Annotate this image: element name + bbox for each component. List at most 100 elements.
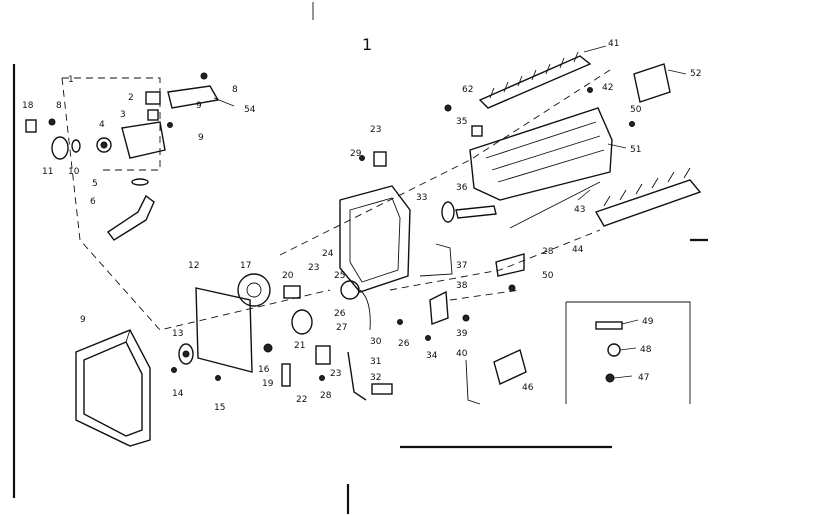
callout-51: 51 bbox=[630, 145, 641, 155]
part-3-block bbox=[147, 109, 159, 121]
part-50b-screw bbox=[629, 121, 635, 127]
part-8-valve-box bbox=[75, 329, 151, 447]
part-49-tube-fitting bbox=[595, 321, 623, 330]
part-38-bracket bbox=[429, 290, 449, 325]
callout-3: 3 bbox=[120, 110, 126, 120]
part-4-gear-hub bbox=[100, 141, 108, 149]
part-11-knob bbox=[51, 136, 69, 160]
fittings-inset bbox=[565, 301, 691, 404]
callout-23b: 23 bbox=[308, 263, 319, 273]
callout-9a: 9 bbox=[196, 101, 202, 111]
part-23a-block bbox=[373, 151, 387, 167]
callout-4: 4 bbox=[99, 120, 105, 130]
part-20-switch bbox=[283, 285, 301, 299]
callout-37: 37 bbox=[456, 261, 467, 271]
callout-27: 27 bbox=[336, 323, 347, 333]
part-33-housing bbox=[339, 185, 411, 293]
callout-21: 21 bbox=[294, 341, 305, 351]
leader-51 bbox=[607, 143, 627, 149]
part-32-connector bbox=[371, 383, 393, 395]
callout-24: 24 bbox=[322, 249, 334, 259]
callout-39: 39 bbox=[456, 329, 468, 339]
part-26b-screw bbox=[319, 375, 325, 381]
callout-48: 48 bbox=[640, 345, 652, 355]
callout-16: 16 bbox=[258, 365, 270, 375]
part-5-washer bbox=[131, 178, 149, 186]
part-mounting-bracket bbox=[121, 121, 166, 159]
part-37-wire bbox=[419, 243, 453, 277]
callout-14: 14 bbox=[172, 389, 184, 399]
leader-47 bbox=[613, 375, 633, 379]
frame-marks: 1 bbox=[12, 2, 708, 514]
callout-54: 54 bbox=[244, 105, 256, 115]
callout-43: 43 bbox=[574, 205, 585, 215]
part-51-ice-mold bbox=[469, 107, 613, 201]
mounting-plate-assembly bbox=[171, 273, 331, 387]
callout-44: 44 bbox=[572, 245, 584, 255]
callout-11: 11 bbox=[42, 167, 53, 177]
callout-23a: 23 bbox=[370, 125, 381, 135]
callout-26a: 26 bbox=[334, 309, 346, 319]
part-43-heater bbox=[509, 181, 601, 229]
callout-22: 22 bbox=[296, 395, 307, 405]
mid-assembly-path bbox=[389, 229, 601, 291]
callout-8c: 9 bbox=[80, 315, 86, 325]
part-29-screw bbox=[359, 155, 365, 161]
part-10-washer bbox=[71, 139, 81, 153]
part-8b-screw bbox=[200, 72, 208, 80]
callout-17: 17 bbox=[240, 261, 251, 271]
valve-box-edge bbox=[125, 329, 131, 343]
part-34-screw bbox=[425, 335, 431, 341]
part-21-cam bbox=[291, 309, 313, 335]
callout-leaders bbox=[213, 45, 687, 379]
part-8-screw bbox=[48, 118, 56, 126]
callout-38: 38 bbox=[456, 281, 468, 291]
control-housing-assembly bbox=[339, 151, 527, 405]
callout-36: 36 bbox=[456, 183, 468, 193]
callout-5: 5 bbox=[92, 179, 98, 189]
callout-62: 62 bbox=[462, 85, 473, 95]
callout-8: 8 bbox=[56, 101, 62, 111]
leader-52 bbox=[667, 69, 687, 75]
part-13-gear-hub bbox=[182, 350, 190, 358]
callout-1: 1 bbox=[68, 75, 74, 85]
part-15-screw bbox=[215, 375, 221, 381]
callout-41: 41 bbox=[608, 39, 619, 49]
part-26a-screw bbox=[397, 319, 403, 325]
leader-49 bbox=[621, 319, 639, 325]
callout-numbers: 1 2 3 4 5 6 8 8 9 10 11 18 54 9 12 13 14… bbox=[22, 39, 701, 413]
part-44-stripper bbox=[594, 179, 702, 227]
part-17-motor-hub bbox=[246, 282, 262, 298]
upper-left-bracket-group bbox=[25, 72, 220, 241]
callout-50a: 50 bbox=[542, 271, 554, 281]
ice-mold-assembly bbox=[444, 51, 702, 292]
callout-18: 18 bbox=[22, 101, 34, 111]
part-33-housing-inner bbox=[349, 197, 401, 283]
callout-12: 12 bbox=[188, 261, 199, 271]
part-31-harness bbox=[347, 351, 367, 401]
part-51-mold-ribs bbox=[485, 121, 605, 183]
part-44-stripper-fingers bbox=[603, 167, 691, 207]
callout-6: 6 bbox=[90, 197, 96, 207]
part-41-ejector-blade bbox=[478, 55, 592, 109]
page-mark: 1 bbox=[362, 35, 372, 54]
part-46-valve bbox=[493, 349, 527, 385]
callout-29: 29 bbox=[350, 149, 362, 159]
top-assembly-path bbox=[279, 69, 611, 256]
callout-26b: 26 bbox=[398, 339, 410, 349]
part-18-clip bbox=[25, 119, 37, 133]
part-13-gear bbox=[178, 343, 194, 365]
callout-10: 10 bbox=[68, 167, 80, 177]
lower-assembly-path bbox=[449, 289, 521, 301]
callout-20: 20 bbox=[282, 271, 294, 281]
valve-box-inner bbox=[83, 341, 143, 437]
leader-43 bbox=[577, 189, 591, 201]
callout-52: 52 bbox=[690, 69, 701, 79]
callout-34: 34 bbox=[426, 351, 438, 361]
callout-28a: 28 bbox=[320, 391, 332, 401]
callout-19: 19 bbox=[262, 379, 274, 389]
fittings-inset-frame bbox=[565, 301, 691, 404]
leader-54 bbox=[213, 97, 235, 107]
part-42-screw bbox=[587, 87, 593, 93]
